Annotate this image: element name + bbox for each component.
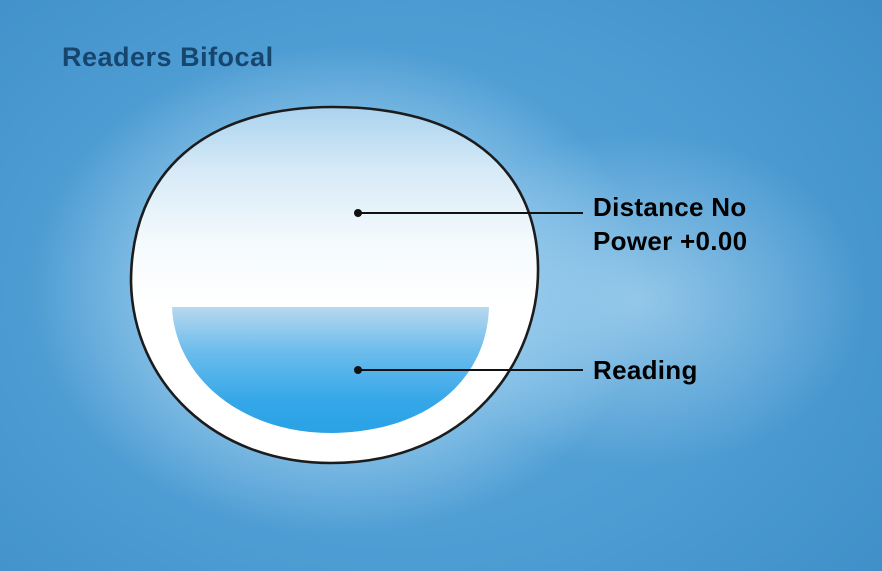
distance-label: Distance No Power +0.00 <box>593 192 748 256</box>
reading-leader-dot <box>354 366 362 374</box>
distance-leader-dot <box>354 209 362 217</box>
reading-segment <box>172 307 489 433</box>
diagram-title: Readers Bifocal <box>62 42 274 72</box>
reading-label: Reading <box>593 355 698 385</box>
